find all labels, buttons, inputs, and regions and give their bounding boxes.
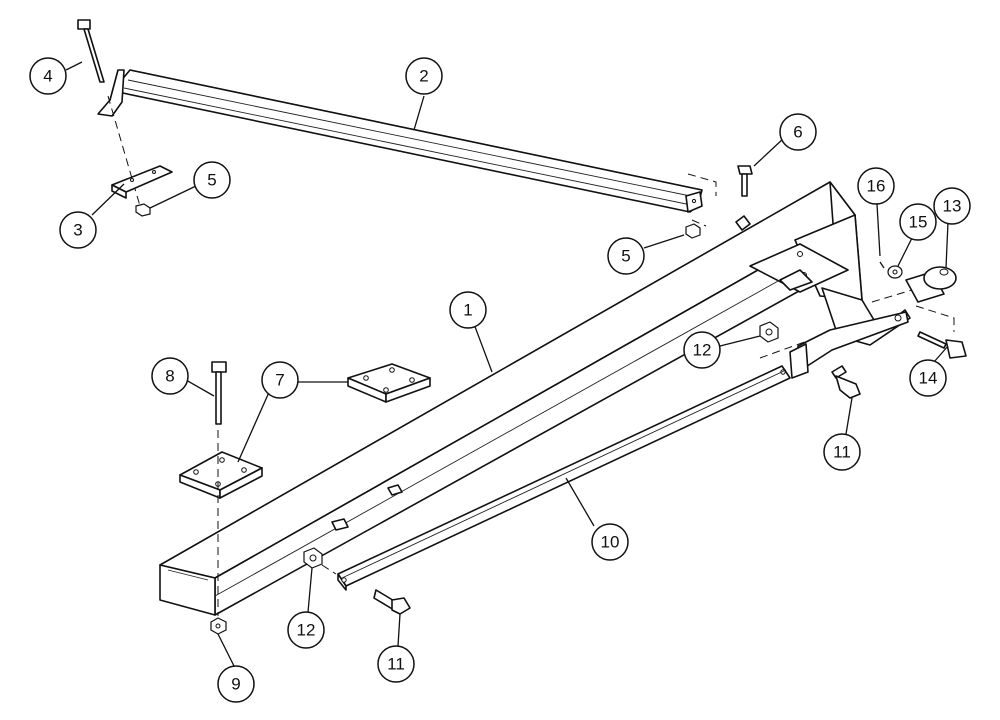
callout-label: 13: [943, 197, 962, 216]
callout-6: 6: [779, 113, 817, 151]
callout-2: 2: [405, 57, 443, 95]
callout-label: 10: [601, 533, 620, 552]
callout-3: 3: [59, 211, 97, 249]
callout-5-center: 5: [607, 237, 645, 275]
callout-1: 1: [449, 291, 487, 329]
callout-14: 14: [909, 359, 947, 397]
leader-lines: [65, 61, 949, 667]
nut-part-5-left: [135, 203, 151, 217]
plate-part-7-lower: [179, 451, 263, 499]
callout-label: 7: [275, 371, 284, 390]
callout-label: 1: [463, 301, 472, 320]
plate-part-7-upper: [347, 363, 431, 403]
callout-7: 7: [261, 361, 299, 399]
pin-part-16: [879, 261, 885, 269]
callout-15: 15: [899, 203, 937, 241]
callout-label: 11: [833, 443, 851, 462]
nut-part-5-center: [685, 223, 701, 239]
bolt-part-6: [737, 165, 753, 197]
callout-10: 10: [591, 523, 629, 561]
callout-13: 13: [933, 187, 971, 225]
nut-part-9: [210, 617, 227, 635]
bolt-part-11-bottom: [373, 589, 411, 615]
callout-label: 14: [919, 369, 938, 388]
callout-label: 9: [231, 675, 240, 694]
callout-label: 12: [297, 621, 316, 640]
callout-label: 2: [419, 67, 428, 86]
callout-9: 9: [217, 665, 255, 703]
callout-label: 11: [387, 655, 405, 674]
callout-label: 12: [693, 341, 712, 360]
brace-part-10: [337, 365, 791, 591]
pin-part-14: [917, 331, 967, 359]
bolt-part-8: [211, 361, 227, 425]
callout-label: 6: [793, 123, 802, 142]
main-beam-part-1: [159, 181, 911, 616]
callout-label: 5: [207, 171, 216, 190]
callout-12-top: 12: [683, 331, 721, 369]
bolt-part-11-top: [831, 365, 861, 399]
callout-label: 15: [909, 213, 928, 232]
upper-tube-part-2: [97, 69, 703, 213]
callout-8: 8: [151, 357, 189, 395]
nut-part-12-top: [759, 321, 779, 343]
callout-16: 16: [857, 167, 895, 205]
callout-12-bottom: 12: [287, 611, 325, 649]
callout-11-top: 11: [823, 433, 861, 471]
callout-4: 4: [29, 57, 67, 95]
callout-label: 5: [621, 247, 630, 266]
callout-label: 8: [165, 367, 174, 386]
bolt-part-4: [77, 19, 105, 83]
callout-11-bottom: 11: [377, 645, 415, 683]
callout-label: 16: [867, 177, 886, 196]
callout-5-left: 5: [193, 161, 231, 199]
plate-part-3: [111, 165, 173, 199]
callout-label: 4: [43, 67, 52, 86]
callout-label: 3: [73, 221, 82, 240]
washer-part-15: [887, 265, 903, 279]
clevis-part-13: [905, 266, 957, 303]
nut-part-12-bottom: [303, 547, 323, 569]
